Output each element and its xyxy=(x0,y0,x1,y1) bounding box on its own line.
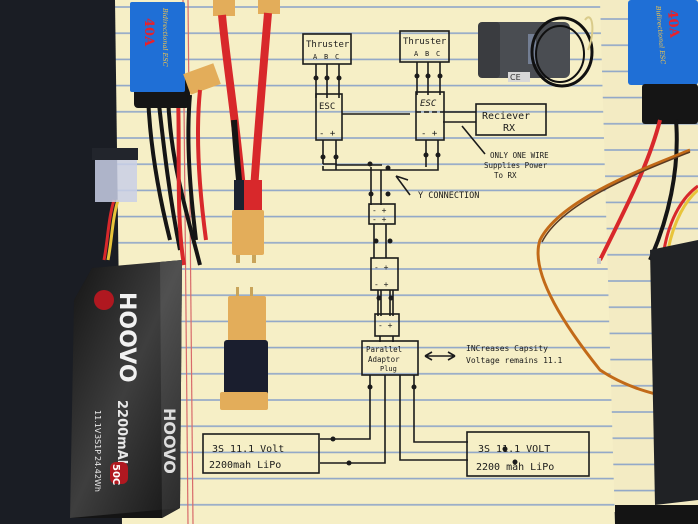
rx-note: To RX xyxy=(494,171,517,180)
thruster-pin: B xyxy=(324,53,328,61)
adaptor-note: INCreases Capsity xyxy=(466,344,548,353)
esc-terminals: - + xyxy=(421,129,438,139)
xt60-to-deans-adaptor xyxy=(228,296,266,342)
thruster-pin: C xyxy=(335,53,339,61)
receiver-box xyxy=(475,103,547,136)
esc-label: ESC xyxy=(420,99,437,109)
thruster-pin: B xyxy=(425,50,429,58)
y-connection-label: Y CONNECTION xyxy=(418,191,479,201)
adaptor-label: Plug xyxy=(380,365,397,373)
thruster-pin: A xyxy=(414,50,419,58)
adaptor-label: Adaptor xyxy=(368,355,400,364)
battery-box xyxy=(202,433,320,474)
xt60-connector xyxy=(258,0,280,14)
lipo-battery: HOOVO 2200mAh 50C 11.1V 3S1P 24.42Wh HOO… xyxy=(70,260,182,518)
block-terminals: - + xyxy=(374,263,389,272)
battery-config: 3S1P xyxy=(93,434,102,454)
battery-side-brand: HOOVO xyxy=(160,408,179,474)
battery-voltage: 11.1V xyxy=(93,410,102,434)
esc-terminals: - + xyxy=(319,129,336,139)
xt60-y-cable xyxy=(213,0,280,410)
battery-capacity: 2200mAh xyxy=(114,400,129,469)
battery-box xyxy=(466,431,590,477)
battery-spec: 3S 11.1 Volt xyxy=(212,444,284,455)
esc-rating: 40A xyxy=(141,18,156,47)
battery-spec: 3S 11.1 VOLT xyxy=(478,444,550,455)
block-terminals: - + xyxy=(372,206,387,215)
battery-c-rating: 50C xyxy=(110,464,121,485)
block-terminals: - + xyxy=(378,321,393,330)
receiver-body xyxy=(478,22,570,78)
thruster-title: Thruster xyxy=(306,40,350,50)
esc-label: ESC xyxy=(319,102,335,112)
esc-model-text: Bidirectional ESC xyxy=(161,7,169,67)
rx-note: Supplies Power xyxy=(484,161,548,170)
balance-plug xyxy=(95,158,137,202)
esc-label-sticker xyxy=(130,2,185,92)
thruster-pin: C xyxy=(436,50,440,58)
esc-right: 40A Bidirectional ESC xyxy=(536,0,698,505)
receiver-label: RX xyxy=(503,123,515,134)
rc-receiver: CE xyxy=(478,16,594,88)
paper-bottom-shadow xyxy=(615,505,698,524)
battery-logo-icon xyxy=(94,290,114,310)
esc-label-sticker xyxy=(628,0,698,85)
parallel-adaptor-box xyxy=(361,340,419,376)
esc-left: 40A Bidirectional ESC xyxy=(130,2,202,266)
receiver-antenna-coil xyxy=(530,16,594,88)
connector-block xyxy=(370,257,399,291)
battery-spec: 2200mah LiPo xyxy=(209,460,281,471)
block-terminals: - + xyxy=(372,215,387,224)
balance-lead xyxy=(92,148,138,261)
connector-block xyxy=(374,313,400,337)
xt60-small xyxy=(183,63,221,241)
rx-note: ONLY ONE WIRE xyxy=(490,151,549,160)
junction-dots xyxy=(313,73,518,466)
battery-energy: 24.42Wh xyxy=(93,456,102,492)
adaptor-note: Voltage remains 11.1 xyxy=(466,356,563,365)
schematic-labels: Thruster A B C Thruster A B C ESC - + ES… xyxy=(209,37,563,473)
receiver-ce-mark: CE xyxy=(510,73,521,82)
thruster-pin: A xyxy=(313,53,318,61)
xt60-connector xyxy=(183,63,221,95)
block-terminals: - + xyxy=(374,280,389,289)
esc-rating: 40A xyxy=(664,9,681,39)
schematic xyxy=(202,30,590,477)
xt60-male-connector xyxy=(232,210,264,255)
battery-brand: HOOVO xyxy=(114,292,139,383)
xt60-connector xyxy=(213,0,235,16)
adaptor-label: Parallel xyxy=(366,345,402,354)
thruster-box xyxy=(399,30,450,63)
battery-spec: 2200 mah LiPo xyxy=(476,462,554,473)
thruster-title: Thruster xyxy=(403,37,447,47)
connector-block xyxy=(368,203,396,225)
esc-box xyxy=(415,91,445,141)
receiver-label: Reciever xyxy=(482,111,530,122)
esc-box xyxy=(315,93,343,141)
